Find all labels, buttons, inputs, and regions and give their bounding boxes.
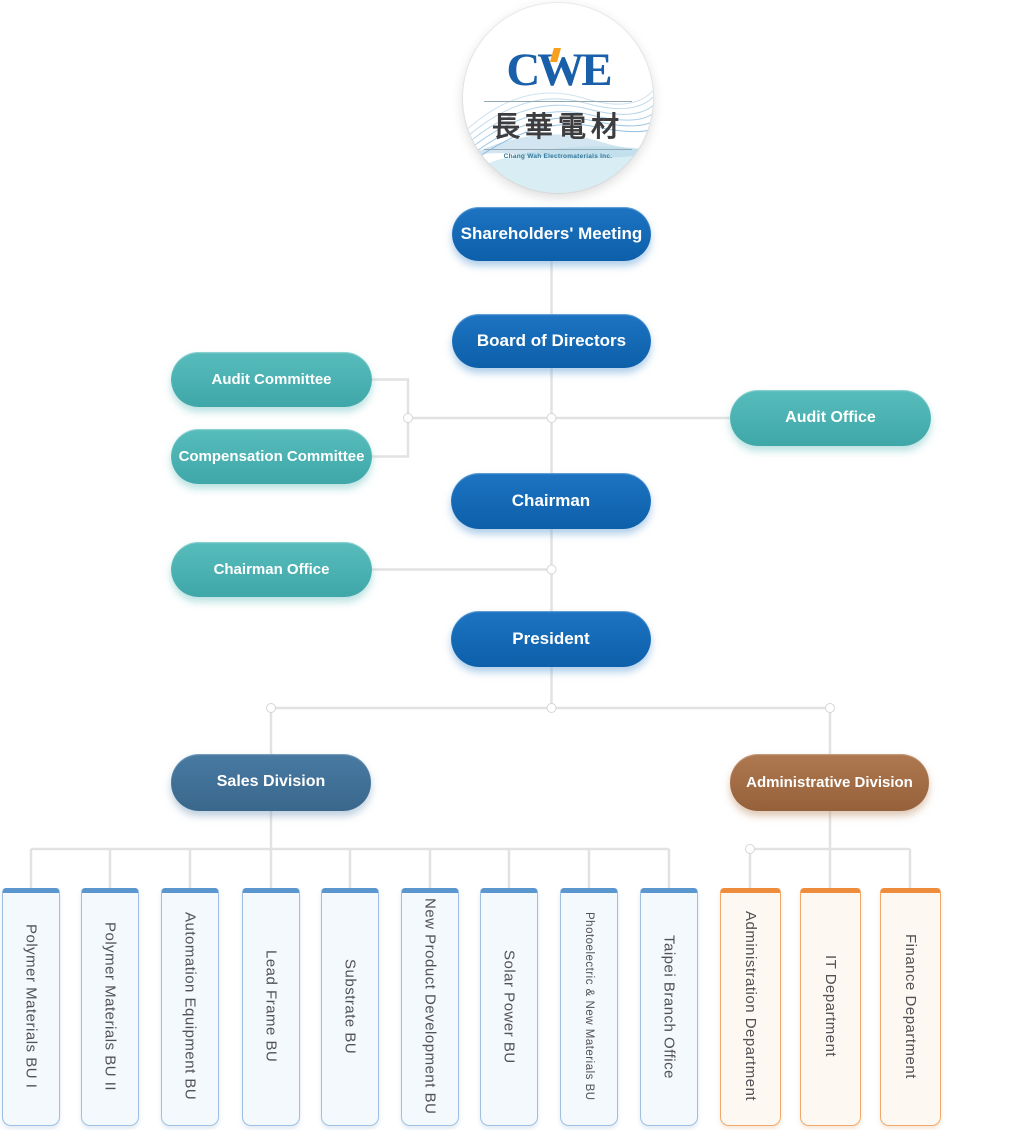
unit-lead-frame-bu: Lead Frame BU <box>242 888 300 1126</box>
unit-it-department: IT Department <box>800 888 861 1126</box>
logo-company-name: Chang Wah Electromaterials Inc. <box>503 153 613 160</box>
unit-new-product-development-bu: New Product Development BU <box>401 888 459 1126</box>
unit-administration-department: Administration Department <box>720 888 781 1126</box>
unit-label: Solar Power BU <box>500 949 518 1064</box>
unit-polymer-materials-bu-1: Polymer Materials BU I <box>2 888 60 1126</box>
unit-label: Finance Department <box>902 934 919 1079</box>
node-audit-committee: Audit Committee <box>171 352 372 407</box>
unit-label: Automation Equipment BU <box>181 912 199 1101</box>
logo-orange-accent-icon <box>549 48 561 62</box>
unit-label: Substrate BU <box>341 958 359 1055</box>
logo-chinese-name: 長華電材 <box>483 101 632 150</box>
company-logo: CWE 長華電材 Chang Wah Electromaterials Inc. <box>463 3 653 193</box>
unit-photoelectric-new-materials-bu: Photoelectric & New Materials BU <box>560 888 618 1126</box>
node-board-of-directors: Board of Directors <box>452 314 651 368</box>
unit-label: Polymer Materials BU I <box>22 924 40 1089</box>
logo-wave-decoration <box>463 89 653 193</box>
node-president: President <box>451 611 651 667</box>
unit-label: Taipei Branch Office <box>660 934 678 1079</box>
node-administrative-division: Administrative Division <box>730 754 929 811</box>
unit-substrate-bu: Substrate BU <box>321 888 379 1126</box>
node-sales-division: Sales Division <box>171 754 371 811</box>
unit-solar-power-bu: Solar Power BU <box>480 888 538 1126</box>
unit-label: Administration Department <box>742 911 759 1102</box>
node-chairman-office: Chairman Office <box>171 542 372 597</box>
unit-label: Polymer Materials BU II <box>101 921 119 1092</box>
unit-label: Photoelectric & New Materials BU <box>583 912 595 1101</box>
node-chairman: Chairman <box>451 473 651 529</box>
logo-acronym-text: CWE <box>506 44 612 96</box>
logo-acronym: CWE <box>506 44 612 96</box>
unit-finance-department: Finance Department <box>880 888 941 1126</box>
node-audit-office: Audit Office <box>730 390 931 446</box>
unit-label: IT Department <box>822 955 839 1058</box>
unit-label: Lead Frame BU <box>262 950 280 1063</box>
unit-label: New Product Development BU <box>421 898 439 1115</box>
node-shareholders-meeting: Shareholders' Meeting <box>452 207 651 261</box>
unit-polymer-materials-bu-2: Polymer Materials BU II <box>81 888 139 1126</box>
unit-taipei-branch-office: Taipei Branch Office <box>640 888 698 1126</box>
node-compensation-committee: Compensation Committee <box>171 429 372 484</box>
unit-automation-equipment-bu: Automation Equipment BU <box>161 888 219 1126</box>
